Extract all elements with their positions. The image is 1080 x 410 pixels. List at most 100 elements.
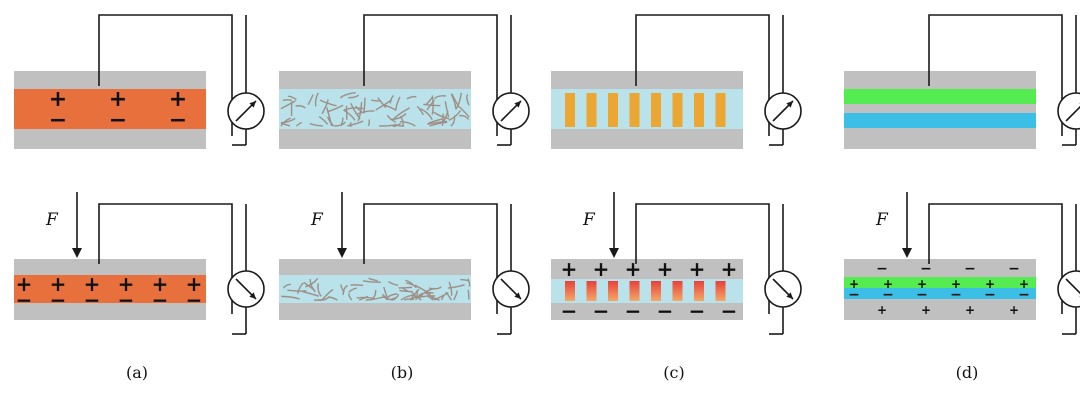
nanofiber <box>368 277 378 282</box>
meter-needle <box>1065 278 1080 295</box>
nanofiber <box>281 295 300 300</box>
panel-d: −−−−+−+−+−+−+−+−++++F(d) <box>844 14 1080 382</box>
piezo-pillar <box>715 281 726 301</box>
nanofiber <box>467 278 471 287</box>
negative-charge: − <box>118 288 135 312</box>
nanofiber <box>307 94 314 106</box>
nanofiber <box>287 95 297 101</box>
nanofiber <box>393 107 410 120</box>
galvanometer-icon <box>764 270 802 308</box>
meter-dial <box>1057 92 1080 130</box>
triboelectric-layer-green <box>844 89 1036 104</box>
nanofiber <box>317 283 322 297</box>
panel-c: +−+−+−+−+−+−F(c) <box>551 14 802 382</box>
nanofiber <box>355 105 363 113</box>
negative-charge: − <box>1008 261 1020 277</box>
nanofiber <box>379 124 397 127</box>
negative-charge: − <box>689 299 706 323</box>
positive-charge: + <box>1019 277 1029 291</box>
piezo-pillar <box>651 93 661 127</box>
nanofiber <box>370 99 381 102</box>
positive-charge: + <box>1009 303 1019 317</box>
triboelectric-layer-green <box>844 277 1036 288</box>
nanofiber <box>426 99 436 111</box>
nanofiber <box>309 122 323 127</box>
nanofiber <box>448 281 453 296</box>
nanofiber <box>434 95 447 100</box>
piezo-film <box>14 89 206 129</box>
galvanometer-icon <box>492 92 530 130</box>
nanofiber <box>431 95 434 115</box>
negative-charge: − <box>49 108 67 133</box>
nanofiber <box>309 279 316 293</box>
negative-charge: − <box>169 108 187 133</box>
nanofiber <box>403 298 414 301</box>
negative-charge: − <box>984 287 996 303</box>
piezo-pillar <box>608 281 618 301</box>
panel-c-pressed-state: +−+−+−+−+−+−F <box>551 192 802 335</box>
meter-needle-head <box>514 292 521 299</box>
negative-charge: − <box>848 287 860 303</box>
negative-charge: − <box>950 287 962 303</box>
nanofiber <box>348 293 353 301</box>
galvanometer-icon <box>227 92 265 130</box>
nanofiber <box>410 290 417 299</box>
nanofiber <box>319 99 337 107</box>
nanofiber <box>302 290 320 297</box>
nanofiber <box>414 284 432 295</box>
meter-needle-head <box>249 101 256 108</box>
positive-charge: + <box>109 87 127 112</box>
nanofiber <box>466 94 470 106</box>
panel-b-pressed-state: F <box>279 192 530 335</box>
pillar-matrix <box>551 89 743 129</box>
galvanometer-icon <box>227 270 265 308</box>
piezo-pillar <box>651 281 661 301</box>
nanofiber <box>460 278 470 282</box>
nanofiber <box>280 122 291 127</box>
nanofiber <box>348 287 358 293</box>
nanofiber <box>297 282 304 294</box>
nanofiber <box>334 121 346 127</box>
panels: +−+−+−+−+−+−+−+−+−F(a)F(b)+−+−+−+−+−+−F(… <box>14 14 1080 382</box>
nanofiber <box>425 97 433 105</box>
panel-d-pressed-state: −−−−+−+−+−+−+−+−++++F <box>844 192 1080 335</box>
positive-charge: + <box>877 303 887 317</box>
force-label: F <box>310 210 324 230</box>
negative-charge: − <box>721 299 738 323</box>
positive-charge: + <box>625 257 642 281</box>
nanofiber <box>420 108 433 121</box>
nanofiber <box>431 295 434 301</box>
nanofiber <box>423 103 441 107</box>
piezo-pillar <box>608 93 618 127</box>
wire <box>928 14 1063 136</box>
piezo-pillar <box>629 93 640 127</box>
nanofiber <box>280 117 292 127</box>
nanofiber <box>450 93 457 110</box>
nanofiber <box>433 111 450 120</box>
nanofiber <box>458 114 470 120</box>
nanofiber <box>282 283 291 289</box>
positive-charge: + <box>721 257 738 281</box>
nanofiber <box>347 120 364 127</box>
meter-needle-head <box>514 101 521 108</box>
nanofiber <box>377 97 387 109</box>
positive-charge: + <box>84 272 101 296</box>
panel-caption: (a) <box>126 363 148 382</box>
piezo-pillar <box>586 281 597 301</box>
nanofiber <box>321 288 334 301</box>
nanofiber <box>305 278 319 288</box>
nanofiber <box>433 292 449 301</box>
nanofiber <box>455 92 462 110</box>
wire <box>635 203 770 314</box>
nanofiber <box>391 294 400 300</box>
positive-charge: + <box>49 87 67 112</box>
force-arrow-icon <box>72 248 82 258</box>
negative-charge: − <box>1018 287 1030 303</box>
nanofiber <box>326 107 333 127</box>
positive-charge: + <box>849 277 859 291</box>
nanofiber <box>342 284 348 296</box>
triboelectric-layer-blue <box>844 113 1036 128</box>
nanofiber <box>406 95 417 100</box>
positive-charge: + <box>169 87 187 112</box>
